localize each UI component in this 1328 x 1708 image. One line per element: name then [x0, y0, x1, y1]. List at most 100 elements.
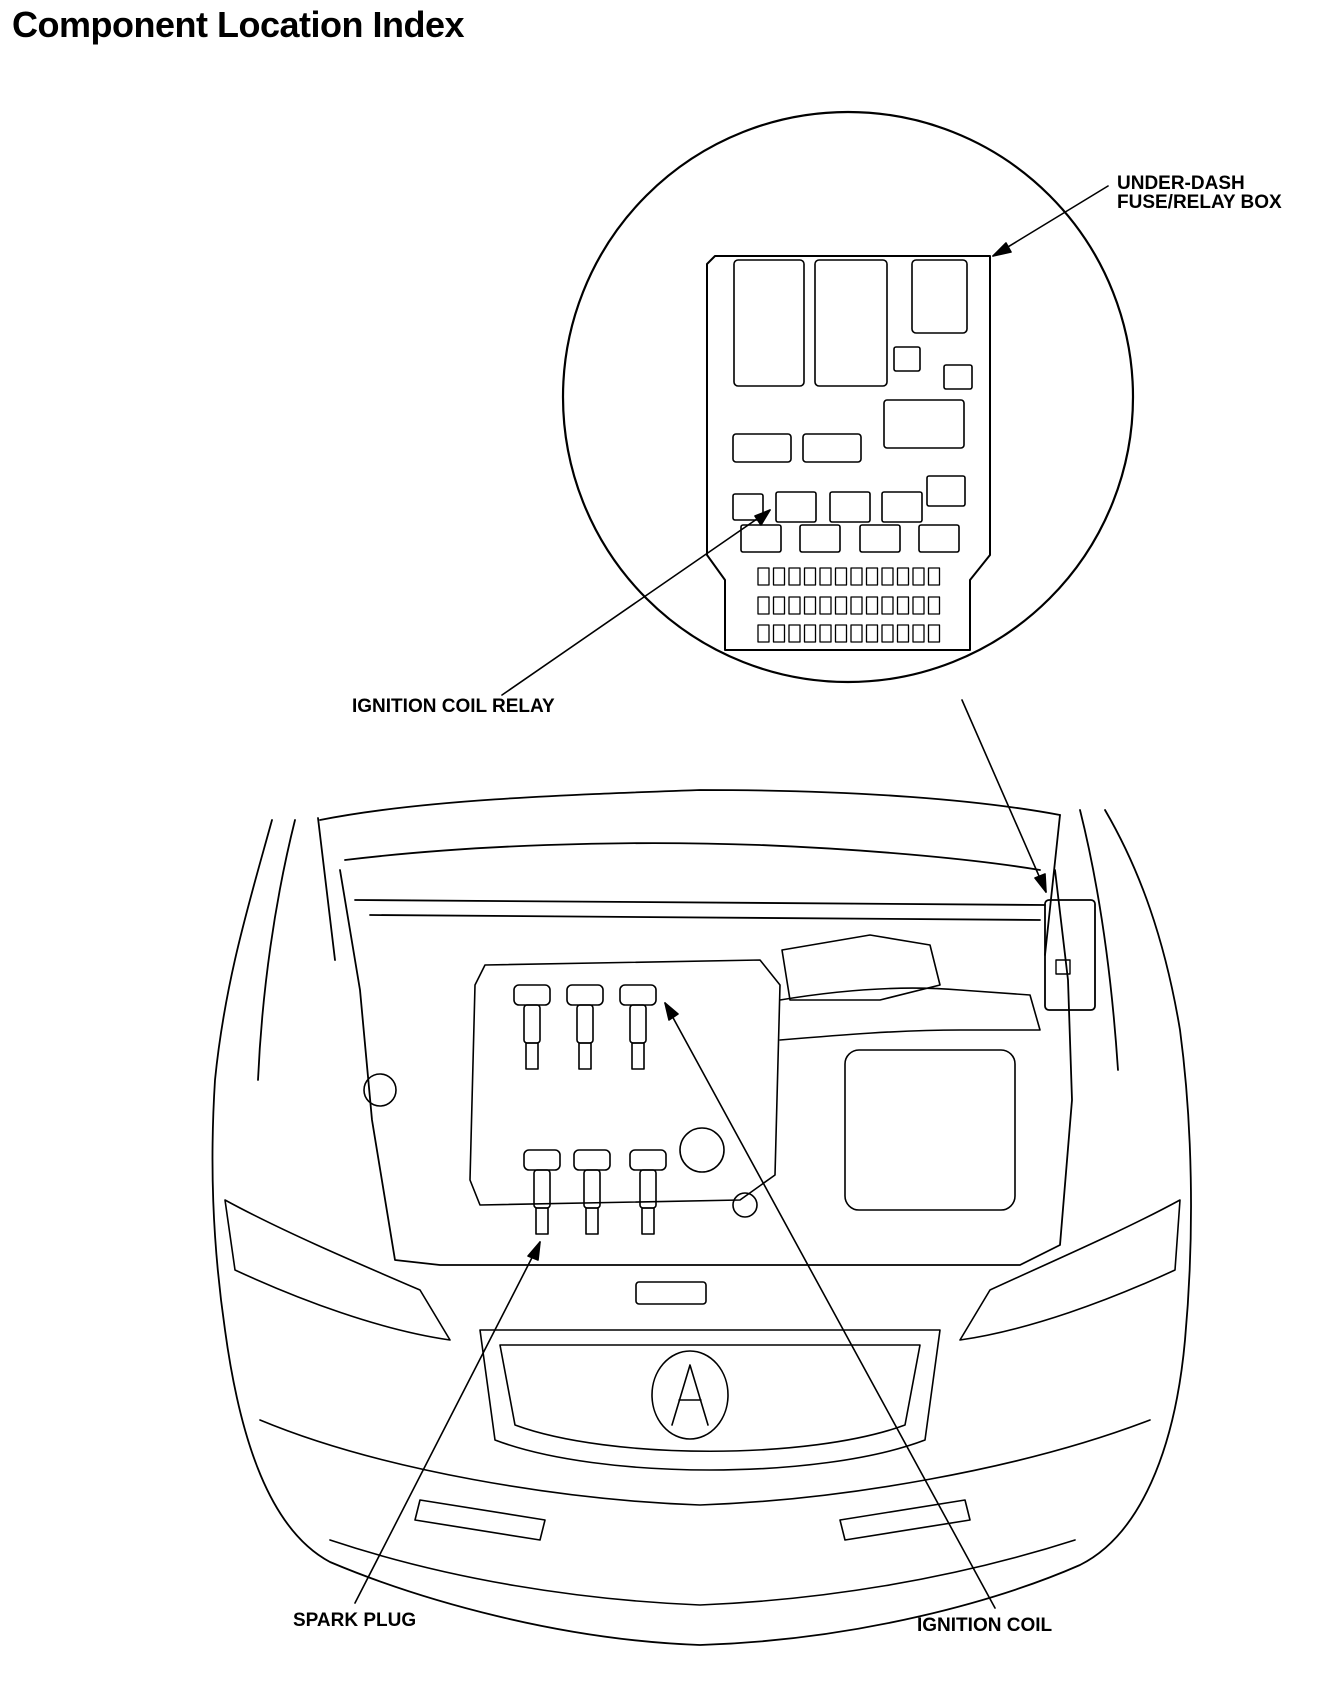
relay-small-1 — [894, 347, 920, 371]
fuse — [882, 597, 893, 614]
fuse — [836, 568, 847, 585]
fuse-label-line-2: FUSE/RELAY BOX — [1117, 192, 1282, 213]
relay-small-2 — [944, 365, 972, 389]
engine-cover — [364, 935, 1040, 1217]
relay-large-1 — [734, 260, 804, 386]
relay-leader — [502, 510, 770, 695]
fuse — [851, 568, 862, 585]
mini-relay-7 — [800, 525, 840, 552]
fuse — [758, 625, 769, 642]
cowl-line-2 — [370, 915, 1040, 920]
ignition-coil-arrow — [665, 1003, 678, 1020]
fuse — [789, 625, 800, 642]
fuse — [851, 625, 862, 642]
intake-tube — [780, 988, 1040, 1040]
cowl-line — [355, 900, 1045, 905]
fuse-rows — [758, 568, 940, 642]
radiator-cap — [733, 1193, 757, 1217]
fuse — [851, 597, 862, 614]
reservoir-cap — [364, 1074, 396, 1106]
mini-relay-5 — [927, 476, 965, 506]
ignition-coil-unit — [630, 1150, 666, 1234]
oil-filler-cap — [680, 1128, 724, 1172]
fuse — [836, 597, 847, 614]
connector-2 — [803, 434, 861, 462]
bumper-lip — [330, 1540, 1075, 1605]
air-box — [845, 1050, 1015, 1210]
fuse-box-locator-tab — [1056, 960, 1070, 974]
fuse — [758, 568, 769, 585]
fuse — [820, 625, 831, 642]
fuse — [836, 625, 847, 642]
ignition-coils — [514, 985, 666, 1234]
ignition-coil-unit — [514, 985, 550, 1069]
air-flow-sensor — [782, 935, 940, 1000]
fuse — [867, 597, 878, 614]
right-fender-line — [1080, 810, 1118, 1070]
hood-strut-left — [318, 818, 335, 960]
front-fascia — [225, 1200, 1180, 1605]
leader-lines — [355, 186, 1108, 1608]
ignition-coil-label: IGNITION COIL — [917, 1615, 1053, 1636]
spark-plug-arrow — [528, 1242, 540, 1260]
spark-plug-leader — [355, 1242, 540, 1603]
left-fender-line — [258, 820, 295, 1080]
mini-relay-9 — [919, 525, 959, 552]
hood-underside — [345, 843, 1040, 870]
left-fog-lamp — [415, 1500, 545, 1540]
fuse — [758, 597, 769, 614]
fuse-box-locator — [1045, 900, 1095, 1010]
ignition-coil-relay-box — [733, 494, 763, 520]
fuse — [913, 568, 924, 585]
fuse — [774, 625, 785, 642]
fuse-relay-box-outline — [707, 256, 990, 650]
engine-bay-outline — [340, 870, 1072, 1265]
fuse — [820, 597, 831, 614]
fuse — [820, 568, 831, 585]
fuse — [867, 568, 878, 585]
fuse — [913, 625, 924, 642]
relay-mid — [884, 400, 964, 448]
fuse — [929, 625, 940, 642]
locator-arrow — [1035, 874, 1046, 892]
fuse — [867, 625, 878, 642]
fuse — [898, 625, 909, 642]
ignition-coil-relay-label: IGNITION COIL RELAY — [352, 696, 555, 717]
fuse — [774, 597, 785, 614]
hood-latch — [636, 1282, 706, 1304]
ignition-coil-unit — [574, 1150, 610, 1234]
fuse — [929, 568, 940, 585]
spark-plug-label: SPARK PLUG — [293, 1610, 417, 1631]
left-headlight — [225, 1200, 450, 1340]
relay-arrow — [755, 510, 770, 525]
mini-relay-6 — [741, 525, 781, 552]
acura-emblem-mark — [672, 1365, 708, 1425]
fuse — [789, 597, 800, 614]
fuse — [805, 568, 816, 585]
fuse — [789, 568, 800, 585]
hood-strut-right — [1045, 815, 1060, 955]
page-title: Component Location Index — [12, 4, 465, 45]
mini-relay-4 — [882, 492, 922, 522]
fuse — [805, 625, 816, 642]
fuse-box-arrow — [993, 243, 1011, 256]
fuse — [898, 568, 909, 585]
fuse-label-line-1: UNDER-DASH — [1117, 173, 1245, 194]
fuse — [882, 625, 893, 642]
connector-1 — [733, 434, 791, 462]
mini-relay-3 — [830, 492, 870, 522]
mini-relay-8 — [860, 525, 900, 552]
raised-hood — [320, 790, 1060, 820]
grille-inner — [500, 1345, 920, 1451]
fuse-box-leader — [993, 186, 1108, 256]
fuse — [882, 568, 893, 585]
acura-emblem — [652, 1351, 728, 1439]
under-dash-fuse-relay-box-label: UNDER-DASH FUSE/RELAY BOX — [1117, 174, 1282, 212]
car-front-view — [212, 790, 1191, 1645]
magnified-detail-view — [563, 112, 1133, 682]
relay-large-2 — [815, 260, 887, 386]
right-fog-lamp — [840, 1500, 970, 1540]
fuse — [913, 597, 924, 614]
locator-leader — [962, 700, 1046, 892]
